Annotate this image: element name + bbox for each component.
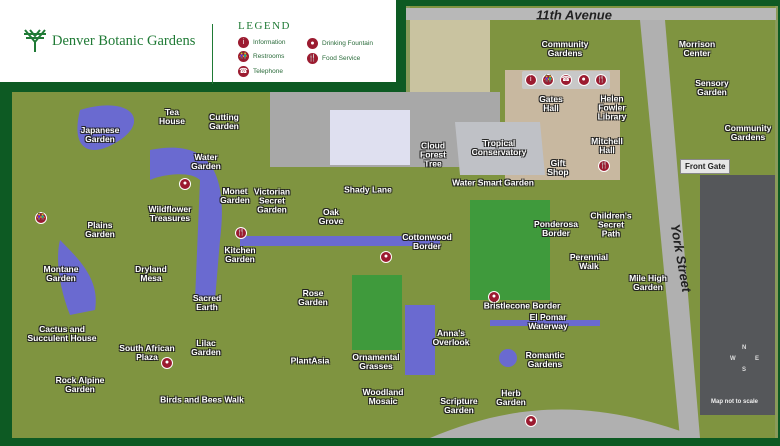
place-monet-garden[interactable]: Monet Garden [220, 186, 250, 205]
place-herb-garden[interactable]: Herb Garden [496, 388, 526, 407]
place-mitchell-hall[interactable]: Mitchell Hall [591, 136, 623, 155]
place-water-garden[interactable]: Water Garden [191, 152, 221, 171]
compass-rose: N S E W [730, 345, 760, 375]
place-tea-house[interactable]: Tea House [159, 107, 185, 126]
place-rock-alpine-garden[interactable]: Rock Alpine Garden [55, 375, 105, 394]
place-sacred-earth[interactable]: Sacred Earth [192, 293, 222, 312]
place-community-gardens-north[interactable]: Community Gardens [541, 39, 589, 58]
place-cottonwood-border[interactable]: Cottonwood Border [402, 232, 452, 251]
tree-lattice-icon [24, 29, 46, 52]
scale-note: Map not to scale [711, 399, 759, 405]
drinking-fountain-icon[interactable]: ● [380, 251, 392, 263]
brand-name: Denver Botanic Gardens [52, 32, 196, 49]
food-service-icon[interactable]: 🍴 [235, 227, 247, 239]
place-wildflower-treasures[interactable]: Wildflower Treasures [148, 204, 192, 223]
brand-logo[interactable]: Denver Botanic Gardens [22, 28, 195, 54]
drinking-fountain-icon: ● [307, 38, 318, 49]
compass-s: S [742, 367, 747, 373]
drinking-fountain-icon[interactable]: ● [488, 291, 500, 303]
place-plains-garden[interactable]: Plains Garden [85, 220, 115, 239]
place-cloud-forest-tree[interactable]: Cloud Forest Tree [420, 140, 446, 169]
place-oak-grove[interactable]: Oak Grove [318, 207, 344, 226]
place-shady-lane[interactable]: Shady Lane [344, 184, 392, 195]
place-victorian-secret-garden[interactable]: Victorian Secret Garden [253, 186, 291, 215]
telephone-icon: ☎ [238, 66, 249, 77]
road-11th-avenue: 11th Avenue [536, 7, 612, 23]
restrooms-icon[interactable]: 👫 [542, 74, 555, 86]
place-sensory-garden[interactable]: Sensory Garden [695, 78, 729, 97]
place-scripture-garden[interactable]: Scripture Garden [440, 396, 478, 415]
place-mile-high-garden[interactable]: Mile High Garden [629, 273, 667, 292]
place-japanese-garden[interactable]: Japanese Garden [80, 125, 120, 144]
place-romantic-gardens[interactable]: Romantic Gardens [525, 350, 565, 369]
place-helen-fowler-library[interactable]: Helen Fowler Library [597, 93, 627, 122]
visitor-center-icon-bar: i 👫 ☎ ● 🍴 [522, 71, 610, 89]
drinking-fountain-icon[interactable]: ● [577, 74, 590, 86]
place-rose-garden[interactable]: Rose Garden [298, 288, 328, 307]
legend-telephone: ☎Telephone [238, 66, 283, 77]
front-gate-callout[interactable]: Front Gate [680, 159, 731, 174]
header-divider [212, 24, 213, 84]
place-community-gardens-east[interactable]: Community Gardens [724, 123, 772, 142]
place-bristlecone-border[interactable]: Bristlecone Border [483, 300, 561, 311]
place-tropical-conservatory[interactable]: Tropical Conservatory [471, 138, 527, 157]
place-water-smart-garden[interactable]: Water Smart Garden [452, 177, 534, 188]
legend-title: LEGEND [238, 20, 291, 32]
place-ornamental-grasses[interactable]: Ornamental Grasses [352, 352, 400, 371]
place-cutting-garden[interactable]: Cutting Garden [209, 112, 239, 131]
compass-n: N [742, 345, 747, 351]
information-icon: i [238, 37, 249, 48]
compass-e: E [755, 356, 760, 362]
place-cactus-succulent-house[interactable]: Cactus and Succulent House [27, 324, 97, 343]
legend-drinking-fountain: ●Drinking Fountain [307, 38, 373, 49]
place-montane-garden[interactable]: Montane Garden [43, 264, 79, 283]
compass-w: W [730, 356, 736, 362]
place-woodland-mosaic[interactable]: Woodland Mosaic [362, 387, 404, 406]
place-gates-hall[interactable]: Gates Hall [539, 94, 563, 113]
place-annas-overlook[interactable]: Anna's Overlook [432, 328, 470, 347]
place-plantasia[interactable]: PlantAsia [290, 355, 330, 366]
drinking-fountain-icon[interactable]: ● [179, 178, 191, 190]
food-service-icon[interactable]: 🍴 [598, 160, 610, 172]
place-childrens-secret-path[interactable]: Children's Secret Path [590, 210, 632, 239]
legend-food-service: 🍴Food Service [307, 53, 361, 64]
place-gift-shop[interactable]: Gift Shop [547, 158, 569, 177]
place-el-pomar-waterway[interactable]: El Pomar Waterway [528, 312, 568, 331]
place-lilac-garden[interactable]: Lilac Garden [191, 338, 221, 357]
restrooms-icon[interactable]: 👫 [35, 212, 47, 224]
food-service-icon: 🍴 [307, 53, 318, 64]
food-service-icon[interactable]: 🍴 [595, 74, 608, 86]
drinking-fountain-icon[interactable]: ● [525, 415, 537, 427]
drinking-fountain-icon[interactable]: ● [161, 357, 173, 369]
place-dryland-mesa[interactable]: Dryland Mesa [135, 264, 167, 283]
place-kitchen-garden[interactable]: Kitchen Garden [224, 245, 256, 264]
telephone-icon[interactable]: ☎ [559, 74, 572, 86]
place-morrison-center[interactable]: Morrison Center [678, 39, 716, 58]
place-perennial-walk[interactable]: Perennial Walk [569, 252, 609, 271]
restrooms-icon: 👫 [238, 51, 249, 62]
legend-restrooms: 👫Restrooms [238, 51, 285, 62]
information-icon[interactable]: i [524, 74, 537, 86]
place-birds-and-bees-walk[interactable]: Birds and Bees Walk [160, 394, 244, 405]
place-south-african-plaza[interactable]: South African Plaza [119, 343, 175, 362]
place-ponderosa-border[interactable]: Ponderosa Border [534, 219, 578, 238]
